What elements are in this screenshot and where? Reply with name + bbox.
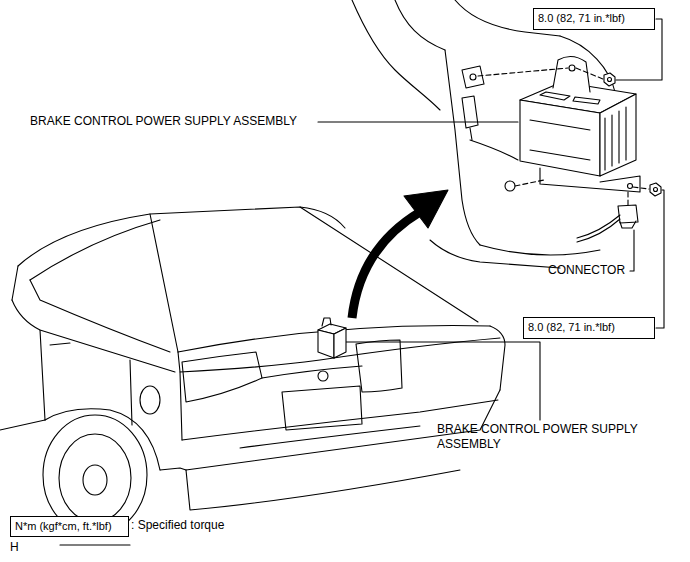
torque-text: N*m (kgf*cm, ft.*lbf) <box>15 519 124 533</box>
part-label: CONNECTOR <box>548 263 625 278</box>
part-label: BRAKE CONTROL POWER SUPPLY ASSEMBLY <box>437 422 667 452</box>
part-label: BRAKE CONTROL POWER SUPPLY ASSEMBLY <box>30 114 297 129</box>
legend-note: : Specified torque <box>131 518 224 533</box>
torque-box: 8.0 (82, 71 in.*lbf) <box>533 8 655 30</box>
torque-box: 8.0 (82, 71 in.*lbf) <box>523 317 655 339</box>
torque-text: 8.0 (82, 71 in.*lbf) <box>528 320 650 334</box>
torque-text: 8.0 (82, 71 in.*lbf) <box>538 11 650 25</box>
figure-code: H <box>10 540 19 555</box>
torque-box: N*m (kgf*cm, ft.*lbf) <box>10 516 129 537</box>
